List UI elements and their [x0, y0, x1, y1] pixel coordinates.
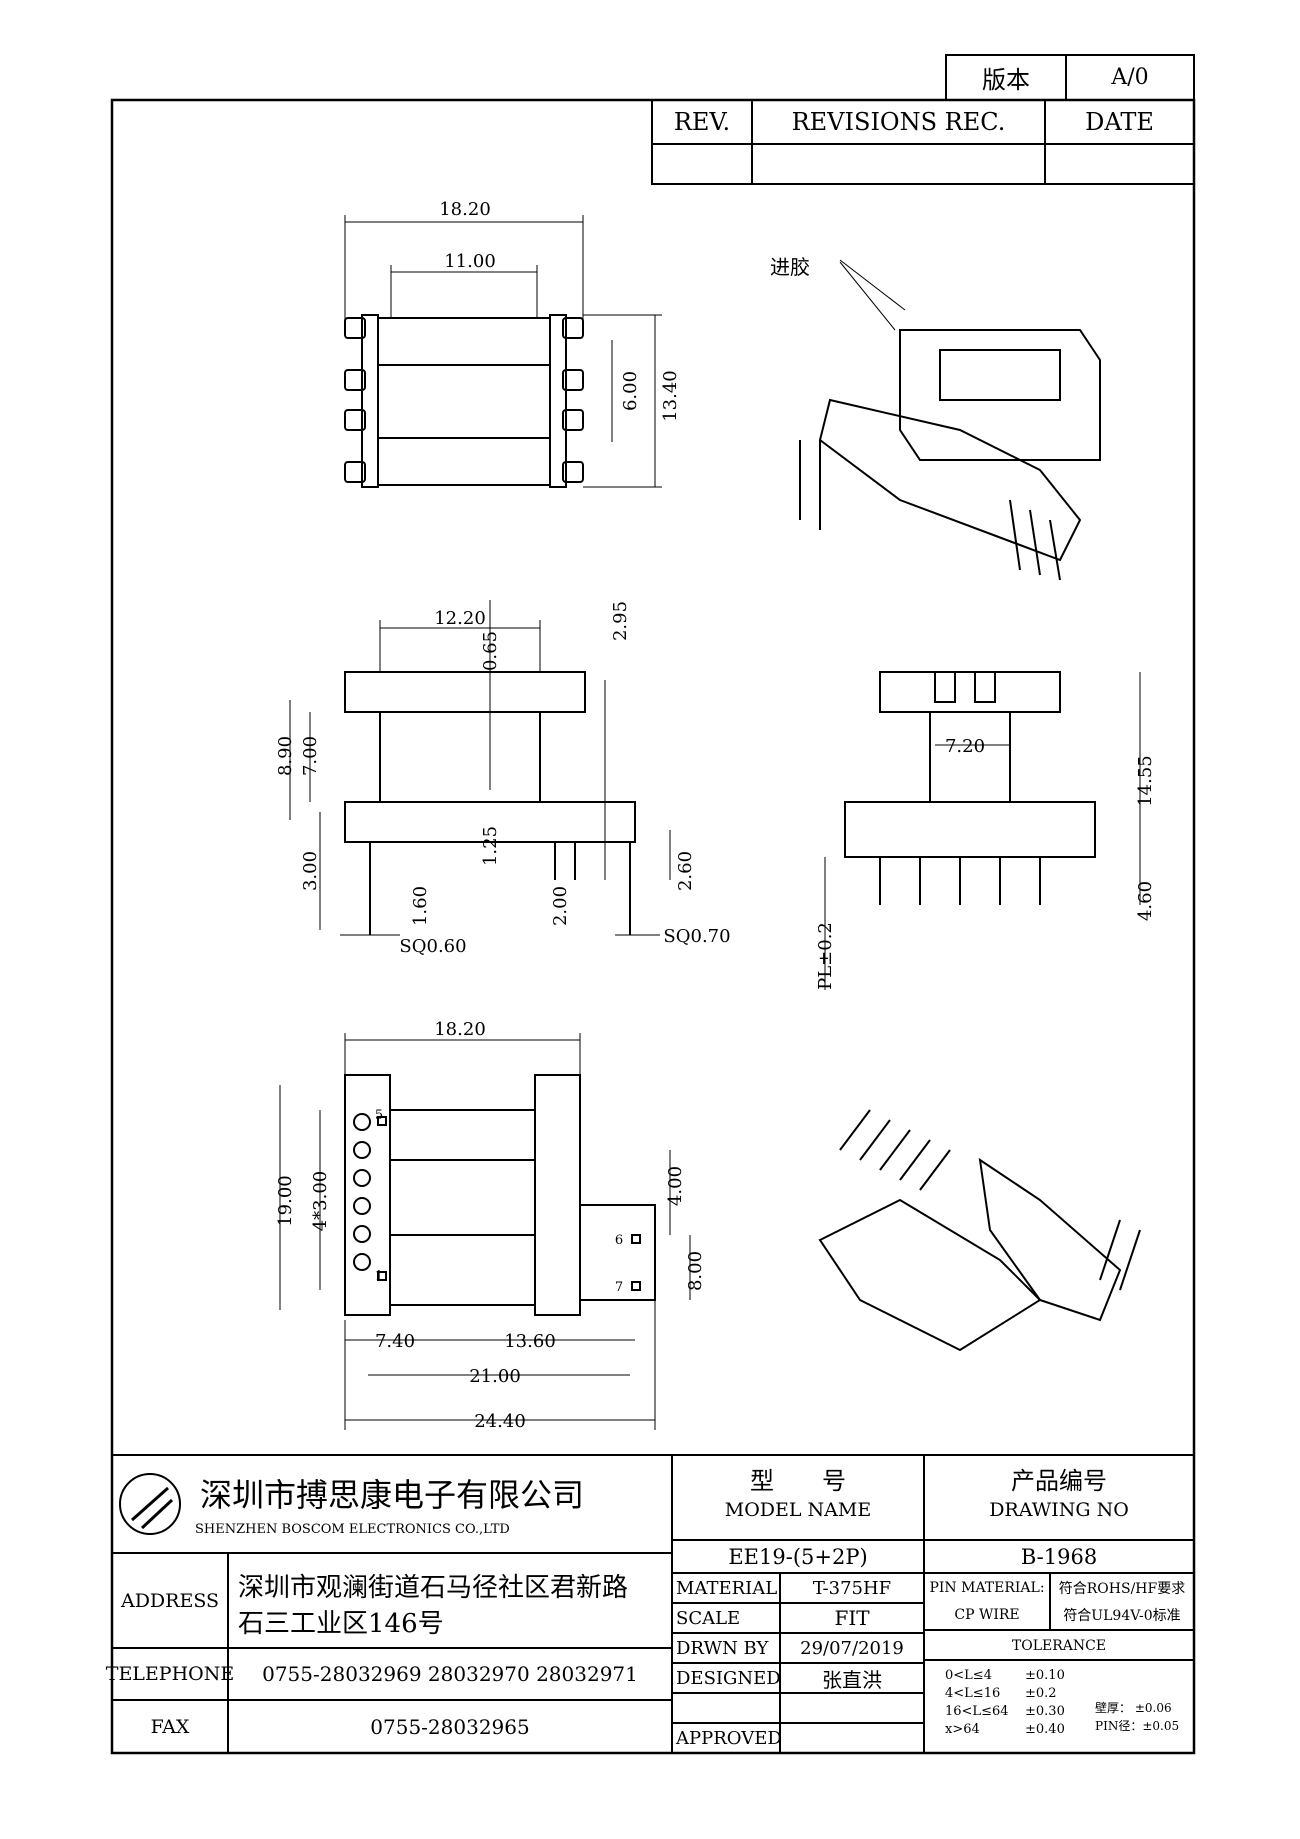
drawn-by-value: 29/07/2019 [800, 1637, 904, 1659]
tolerance-range-1: 0<L≤4 [945, 1667, 992, 1683]
dim-E: 8.90 [274, 735, 296, 777]
telephone-label: TELEPHONE [105, 1663, 235, 1685]
drawn-by-label: DRWN BY [676, 1637, 769, 1659]
dim-K: 1.60 [409, 885, 431, 927]
version-value: A/0 [1111, 65, 1149, 90]
designed-label: DESIGNED [676, 1667, 781, 1689]
model-name-cn: 型 号 [750, 1466, 846, 1495]
company-name-en: SHENZHEN BOSCOM ELECTRONICS CO.,LTD [195, 1521, 510, 1537]
tolerance-value-3: ±0.30 [1025, 1703, 1065, 1719]
rev-header: REV. [673, 108, 731, 136]
dim-G: 12.20 [434, 607, 486, 629]
bottom-view [279, 1033, 691, 1430]
fax-label: FAX [150, 1715, 190, 1738]
date-header: DATE [1085, 108, 1154, 136]
dim-L: 2.00 [549, 885, 571, 927]
scale-label: SCALE [676, 1607, 741, 1629]
dim-U: 4.00 [664, 1165, 686, 1207]
dim-Y: 21.00 [469, 1365, 521, 1387]
approved-value [780, 1723, 924, 1753]
drawing-no-en: DRAWING NO [989, 1499, 1129, 1521]
dim-J: 3.00 [299, 850, 321, 892]
tolerance-value-4: ±0.40 [1025, 1721, 1065, 1737]
dim-O: 14.55 [1134, 755, 1156, 807]
scale-value: FIT [834, 1606, 870, 1630]
tolerance-value-2: ±0.2 [1025, 1685, 1057, 1701]
dim-B: 11.00 [444, 250, 496, 272]
dim-7.40: 7.40 [374, 1330, 416, 1352]
address-line2: 石三工业区146号 [238, 1608, 444, 1639]
approved-label: APPROVED [676, 1727, 782, 1749]
material-value: T-375HF [812, 1577, 892, 1599]
address-line1: 深圳市观澜街道石马径社区君新路 [238, 1572, 629, 1603]
tolerance-range-4: x>64 [945, 1721, 980, 1737]
pin-diameter: PIN径：±0.05 [1095, 1718, 1180, 1733]
pin-label-7: 7 [614, 1279, 624, 1295]
pin-label-6: 6 [614, 1232, 624, 1248]
dim-T: 18.20 [434, 1018, 486, 1040]
dim-N: SQ0.70 [663, 925, 731, 947]
address-label: ADDRESS [120, 1589, 220, 1612]
cp-wire-label: CP WIRE [954, 1607, 1020, 1623]
dim-S: 4*3.00 [309, 1170, 331, 1232]
isometric-view-bottom [818, 1109, 1141, 1352]
dim-C: 6.00 [619, 370, 641, 412]
dim-R: 19.00 [274, 1175, 296, 1227]
dim-Q: 7.20 [944, 735, 986, 757]
cp-wire-value: 符合UL94V-0标准 [1063, 1608, 1181, 1624]
version-label: 版本 [982, 66, 1030, 94]
dim-F: 7.00 [299, 735, 321, 777]
dim-M: SQ0.60 [399, 935, 467, 957]
isometric-view-top [799, 259, 1101, 581]
pin-label-1: 1 [374, 1268, 384, 1284]
dim-0.65: 0.65 [479, 630, 501, 672]
drawing-no-cn: 产品编号 [1011, 1466, 1107, 1495]
dim-W: 24.40 [474, 1410, 526, 1432]
side-view [824, 671, 1141, 990]
dim-PL: PL±0.2 [814, 922, 836, 990]
top-view [344, 215, 662, 488]
injection-callout: 进胶 [770, 254, 810, 279]
dim-I: 2.95 [609, 600, 631, 642]
material-label: MATERIAL [676, 1577, 778, 1599]
model-value: EE19-(5+2P) [728, 1544, 868, 1569]
front-view [289, 600, 671, 936]
model-name-en: MODEL NAME [724, 1499, 872, 1521]
pin-material-label: PIN MATERIAL: [929, 1580, 1045, 1596]
pin-label-5: 5 [374, 1107, 384, 1123]
tolerance-value-1: ±0.10 [1025, 1667, 1065, 1683]
wall-thickness: 壁厚： ±0.06 [1095, 1700, 1172, 1715]
dim-V: 8.00 [684, 1250, 706, 1292]
tolerance-range-3: 16<L≤64 [945, 1703, 1009, 1719]
dim-P: 4.60 [1134, 880, 1156, 922]
pin-material-value: 符合ROHS/HF要求 [1058, 1581, 1186, 1597]
dim-H: 2.60 [674, 850, 696, 892]
dim-X: 13.60 [504, 1330, 556, 1352]
telephone-value: 0755-28032969 28032970 28032971 [262, 1662, 638, 1686]
company-name-cn: 深圳市搏思康电子有限公司 [200, 1476, 585, 1514]
dim-D: 13.40 [659, 370, 681, 422]
tolerance-label: TOLERANCE [1011, 1638, 1107, 1654]
tolerance-range-2: 4<L≤16 [945, 1685, 1001, 1701]
drawing-no-value: B-1968 [1020, 1544, 1098, 1569]
designed-value: 张直洪 [822, 1667, 882, 1692]
dim-A: 18.20 [439, 198, 491, 220]
title-block-grid [112, 1454, 1194, 1753]
fax-value: 0755-28032965 [370, 1714, 530, 1739]
revisions-rec-header: REVISIONS REC. [791, 108, 1006, 136]
dim-1.25: 1.25 [479, 825, 501, 867]
